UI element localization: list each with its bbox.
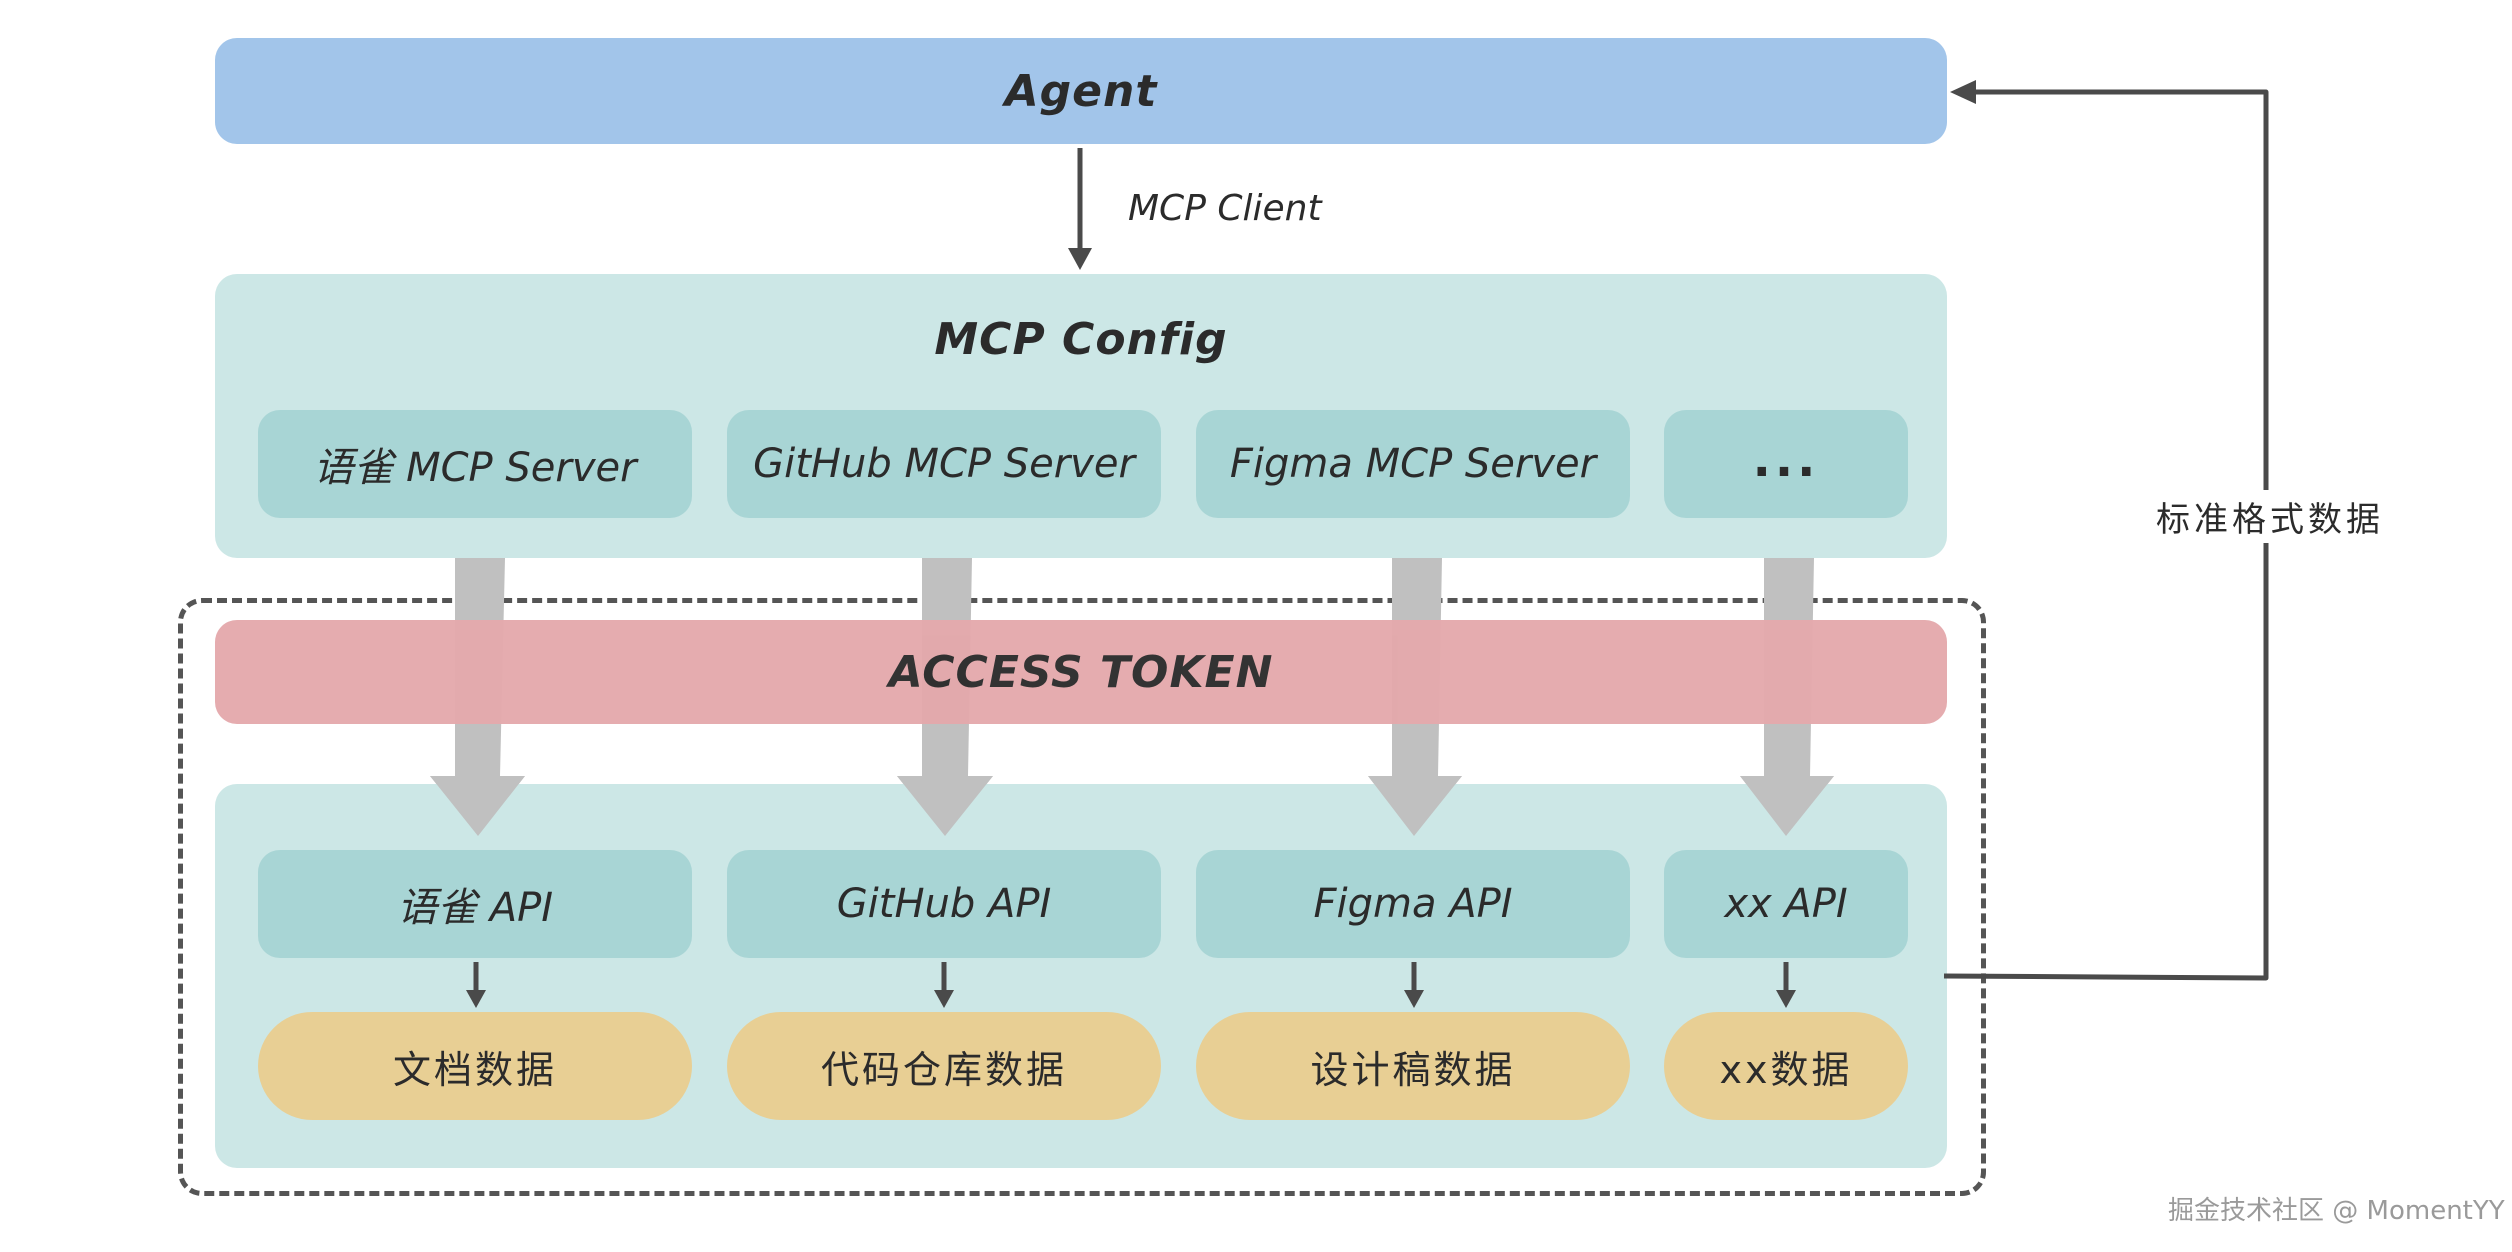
server-label: Figma MCP Server xyxy=(1229,441,1597,487)
server-label: GitHub MCP Server xyxy=(753,441,1135,487)
return-label: 标准格式数据 xyxy=(2156,490,2384,543)
data-label: 代码仓库数据 xyxy=(820,1047,1067,1092)
server-box-yuque: 语雀 MCP Server xyxy=(258,410,692,518)
data-box-docs: 文档数据 xyxy=(258,1012,692,1120)
api-box-figma: Figma API xyxy=(1196,850,1630,958)
data-box-repo: 代码仓库数据 xyxy=(727,1012,1161,1120)
return-arrowhead xyxy=(1950,80,1976,104)
api-label: GitHub API xyxy=(836,881,1052,927)
server-label: ... xyxy=(1752,432,1820,488)
api-label: 语雀 API xyxy=(397,885,553,931)
api-box-xx: xx API xyxy=(1664,850,1908,958)
server-label: 语雀 MCP Server xyxy=(313,445,637,491)
access-token-band: ACCESS TOKEN xyxy=(215,620,1947,724)
data-label: xx数据 xyxy=(1719,1047,1853,1092)
server-box-figma: Figma MCP Server xyxy=(1196,410,1630,518)
big-arrow-head-3 xyxy=(1368,776,1462,836)
big-arrow-head-2 xyxy=(897,776,993,836)
mcp-client-arrow xyxy=(1068,148,1092,270)
agent-band: Agent xyxy=(215,38,1947,144)
api-label: xx API xyxy=(1724,881,1848,927)
agent-label: Agent xyxy=(1004,65,1158,117)
api-box-yuque: 语雀 API xyxy=(258,850,692,958)
big-arrow-head-4 xyxy=(1740,776,1834,836)
mcp-config-title: MCP Config xyxy=(934,314,1228,365)
big-arrow-head-1 xyxy=(430,776,525,836)
data-label: 设计稿数据 xyxy=(1310,1047,1516,1092)
security-boundary xyxy=(178,598,1986,1196)
api-label: Figma API xyxy=(1313,881,1513,927)
access-token-label: ACCESS TOKEN xyxy=(888,646,1274,698)
mcp-client-label: MCP Client xyxy=(1128,188,1322,229)
api-box-github: GitHub API xyxy=(727,850,1161,958)
data-box-xx: xx数据 xyxy=(1664,1012,1908,1120)
server-box-more: ... xyxy=(1664,410,1908,518)
watermark: 掘金技术社区 @ MomentYY xyxy=(2168,1196,2505,1226)
data-label: 文档数据 xyxy=(392,1047,557,1092)
server-box-github: GitHub MCP Server xyxy=(727,410,1161,518)
data-box-design: 设计稿数据 xyxy=(1196,1012,1630,1120)
